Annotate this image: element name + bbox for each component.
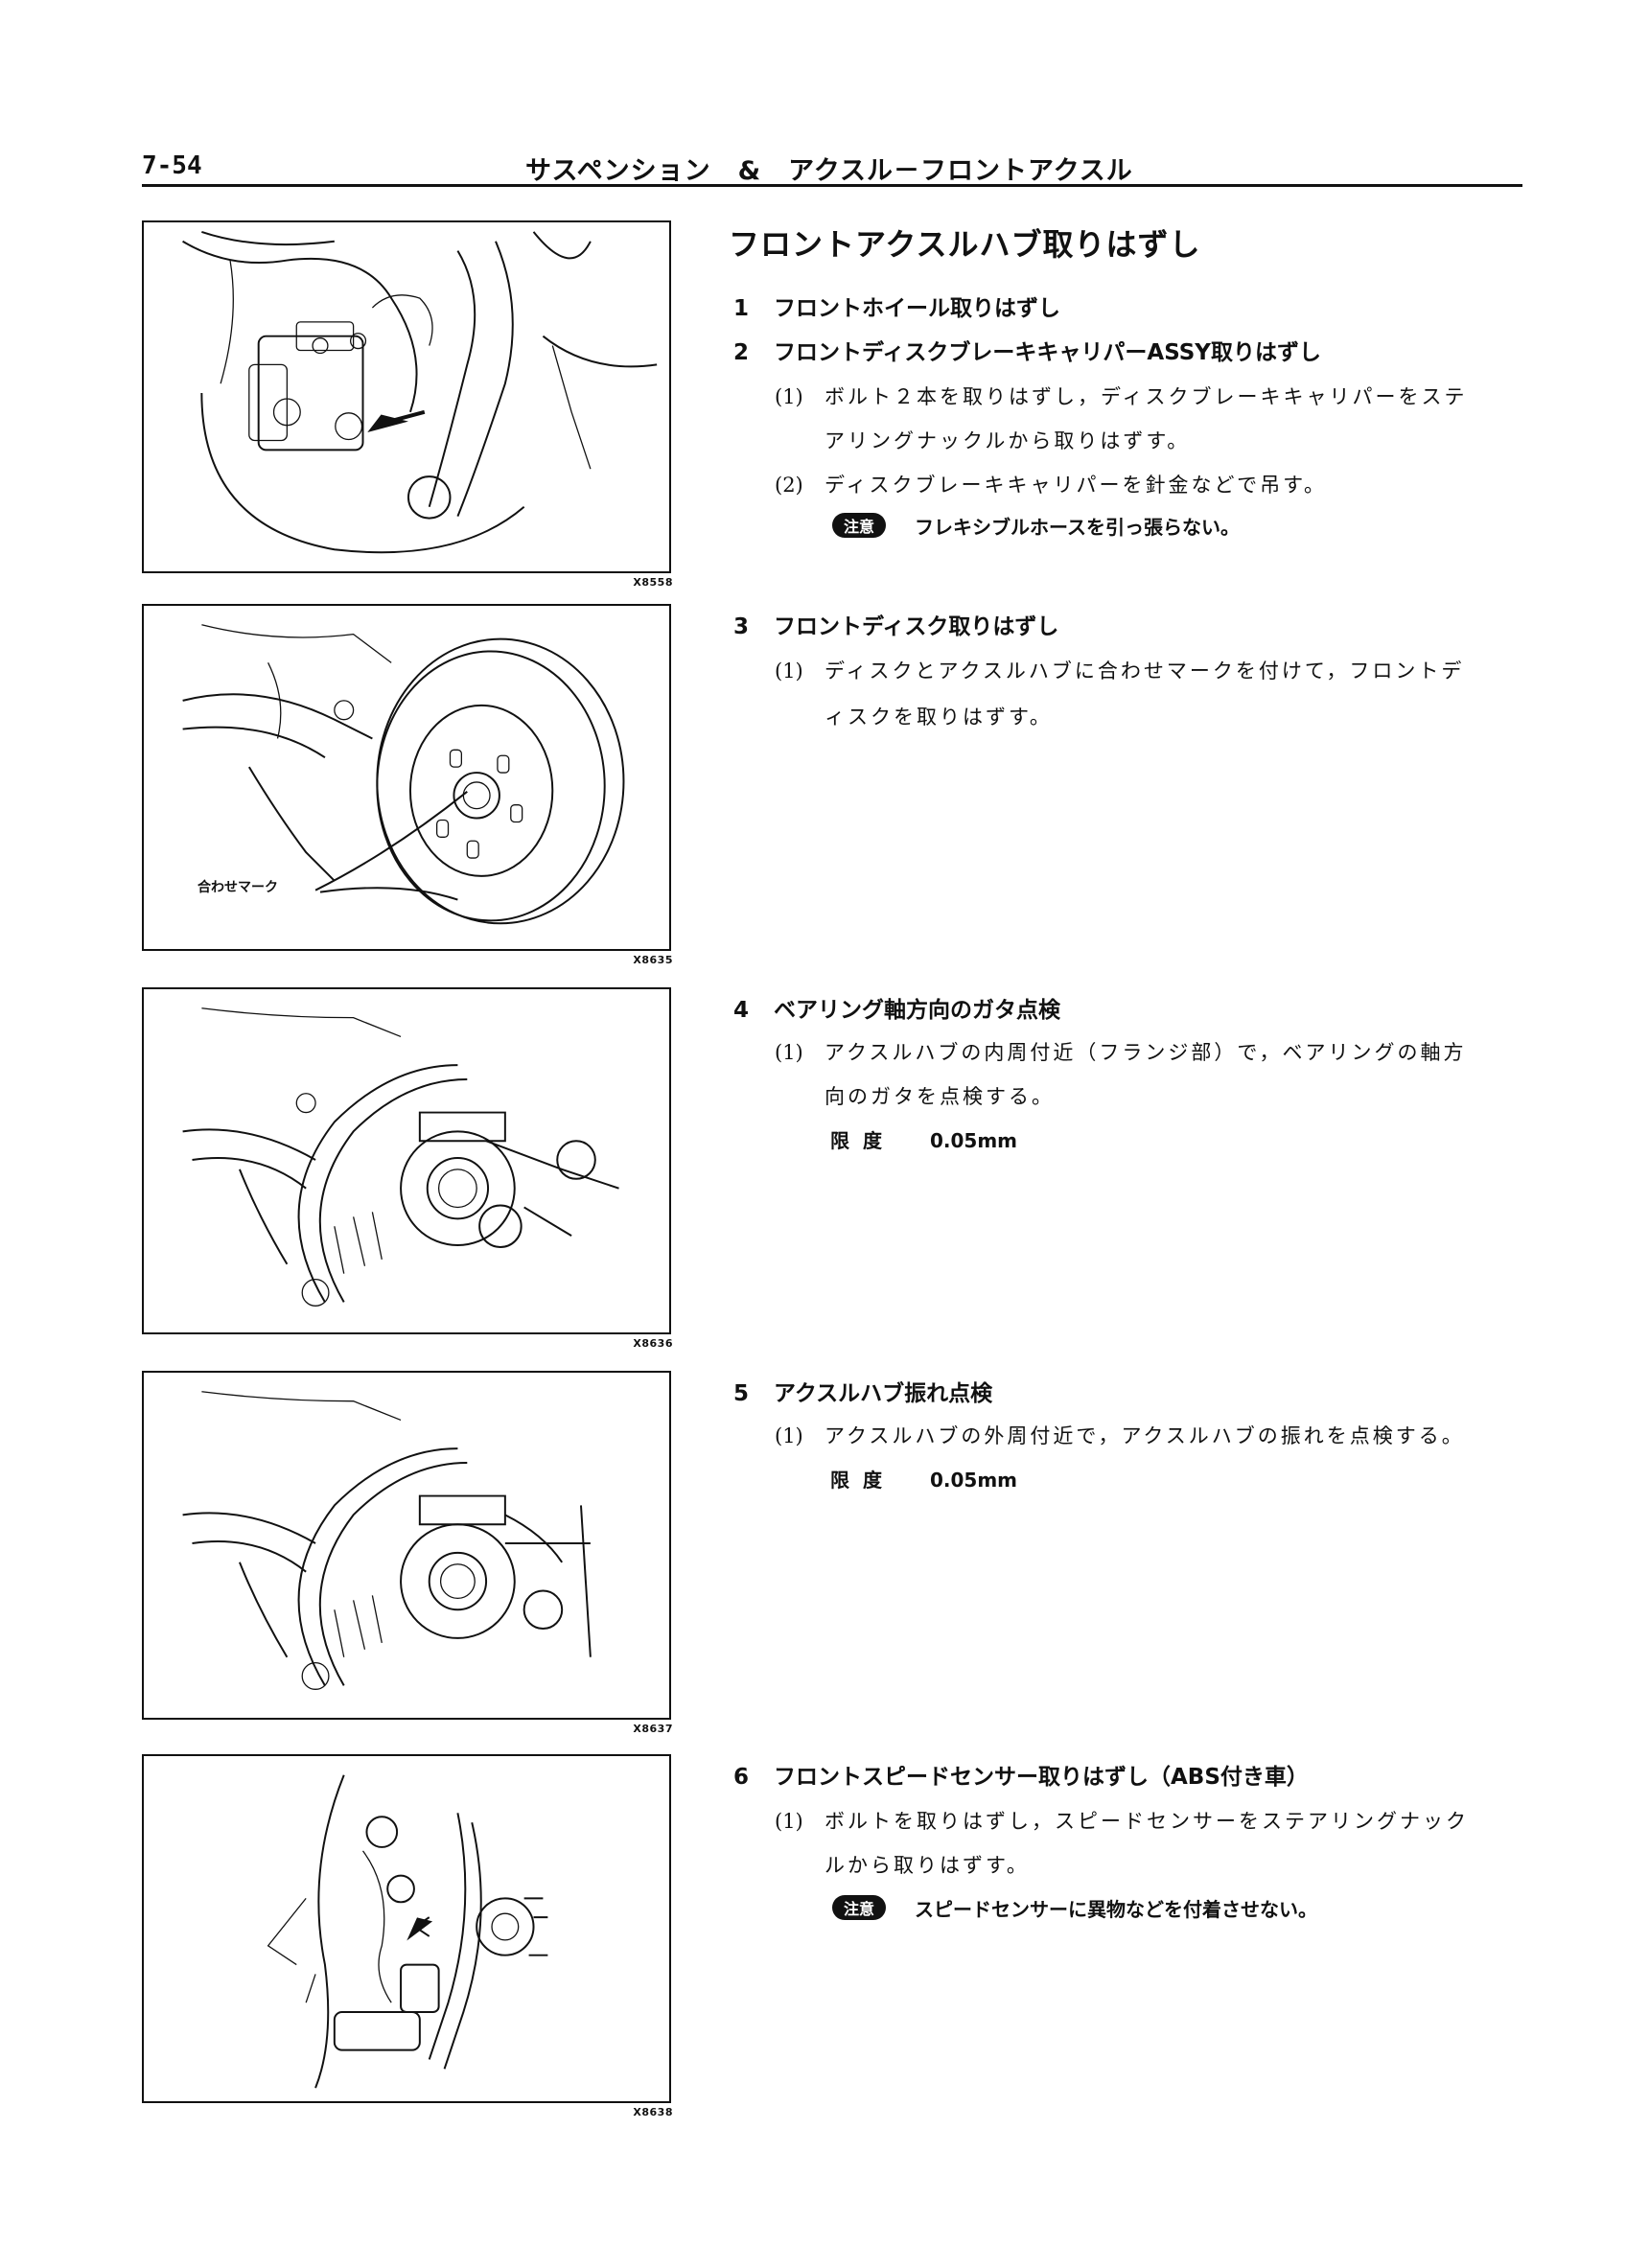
step-4-limit: 限度 0.05mm (830, 1125, 1017, 1153)
figure-speed-sensor: X8638 (142, 1754, 673, 2118)
step-6-item-1-cont: ルから取りはずす。 (825, 1854, 1030, 1877)
caution-text: フレキシブルホースを引っ張らない。 (915, 516, 1241, 539)
step-5-limit: 限度 0.05mm (830, 1465, 1017, 1493)
step-4-item-1-cont: 向のガタを点検する。 (825, 1085, 1055, 1108)
caution-badge: 注意 (832, 513, 887, 538)
disc-illustration (182, 624, 625, 925)
alignment-mark-callout: 合わせマーク (197, 880, 278, 895)
limit-label: 限度 (830, 1469, 895, 1492)
item-number: (1) (775, 385, 803, 408)
item-text: アクスルハブの外周付近で，アクスルハブの振れを点検する。 (825, 1424, 1465, 1447)
item-number: (1) (775, 1810, 803, 1833)
item-number: (1) (775, 1041, 803, 1064)
step-number: 3 (733, 614, 750, 639)
item-text: アクスルハブの内周付近（フランジ部）で，ベアリングの軸方 (825, 1041, 1467, 1064)
step-1: 1 フロントホイール取りはずし (733, 289, 1060, 322)
step-title: フロントディスク取りはずし (774, 614, 1059, 639)
item-text: ディスクブレーキキャリパーを針金などで吊す。 (825, 474, 1328, 497)
header-rule (142, 184, 1522, 187)
running-title: サスペンション & アクスル－フロントアクスル (525, 156, 1133, 186)
step-3-item-1-cont: ィスクを取りはずす。 (825, 706, 1053, 729)
step-6-caution: 注意 スピードセンサーに異物などを付着させない。 (832, 1894, 1317, 1922)
step-title: アクスルハブ振れ点検 (774, 1381, 993, 1406)
step-6: 6 フロントスピードセンサー取りはずし（ABS付き車） (733, 1758, 1309, 1791)
caution-text: スピードセンサーに異物などを付着させない。 (915, 1898, 1318, 1921)
limit-label: 限度 (830, 1129, 895, 1152)
step-number: 4 (733, 998, 750, 1023)
item-number: (1) (775, 1424, 803, 1447)
step-title: フロントホイール取りはずし (774, 296, 1060, 321)
caliper-illustration (182, 230, 658, 554)
page-header: 7-54 サスペンション & アクスル－フロントアクスル (142, 146, 1522, 186)
figure-hub-runout: X8637 (142, 1371, 673, 1735)
figure-id: X8558 (633, 576, 673, 589)
item-number: (2) (775, 474, 803, 497)
step-number: 5 (733, 1381, 750, 1406)
figure-id: X8635 (633, 954, 673, 966)
step-number: 1 (733, 296, 750, 321)
figure-id: X8638 (633, 2106, 673, 2118)
item-text: ボルトを取りはずし，スピードセンサーをステアリングナック (825, 1810, 1469, 1833)
figure-id: X8637 (633, 1723, 673, 1735)
step-2-item-1-cont: アリングナックルから取りはずす。 (825, 429, 1191, 452)
figure-id: X8636 (633, 1337, 673, 1350)
limit-value: 0.05mm (930, 1129, 1018, 1152)
item-text: ディスクとアクスルハブに合わせマークを付けて，フロントデ (825, 660, 1465, 683)
caution-badge: 注意 (832, 1895, 887, 1920)
figure-axial-play: X8636 (142, 987, 673, 1350)
step-number: 6 (733, 1765, 750, 1790)
step-2-caution: 注意 フレキシブルホースを引っ張らない。 (832, 512, 1240, 540)
step-3-item-1: (1) ディスクとアクスルハブに合わせマークを付けて，フロントデ (775, 656, 1464, 684)
step-2: 2 フロントディスクブレーキキャリパーASSY取りはずし (733, 334, 1321, 366)
step-6-item-1: (1) ボルトを取りはずし，スピードセンサーをステアリングナック (775, 1806, 1469, 1835)
step-5-item-1: (1) アクスルハブの外周付近で，アクスルハブの振れを点検する。 (775, 1421, 1465, 1449)
step-4-item-1: (1) アクスルハブの内周付近（フランジ部）で，ベアリングの軸方 (775, 1037, 1466, 1066)
section-title: フロントアクスルハブ取りはずし (729, 226, 1201, 263)
step-title: フロントスピードセンサー取りはずし（ABS付き車） (774, 1765, 1309, 1790)
step-title: フロントディスクブレーキキャリパーASSY取りはずし (774, 340, 1321, 365)
axial-play-illustration (182, 1007, 619, 1307)
step-number: 2 (733, 340, 750, 365)
step-2-item-2: (2) ディスクブレーキキャリパーを針金などで吊す。 (775, 470, 1327, 498)
step-5: 5 アクスルハブ振れ点検 (733, 1375, 992, 1407)
step-2-item-1: (1) ボルト２本を取りはずし，ディスクブレーキキャリパーをステ (775, 382, 1468, 410)
hub-runout-illustration (182, 1391, 592, 1690)
item-text: ボルト２本を取りはずし，ディスクブレーキキャリパーをステ (825, 385, 1468, 408)
step-4: 4 ベアリング軸方向のガタ点検 (733, 991, 1060, 1024)
step-3: 3 フロントディスク取りはずし (733, 608, 1058, 640)
limit-value: 0.05mm (930, 1469, 1018, 1492)
speed-sensor-illustration (267, 1774, 548, 2089)
step-title: ベアリング軸方向のガタ点検 (774, 998, 1060, 1023)
item-number: (1) (775, 660, 803, 683)
figure-disc: 合わせマーク X8635 (142, 604, 673, 966)
figure-caliper: X8558 (142, 220, 673, 589)
page-number: 7-54 (142, 151, 202, 180)
